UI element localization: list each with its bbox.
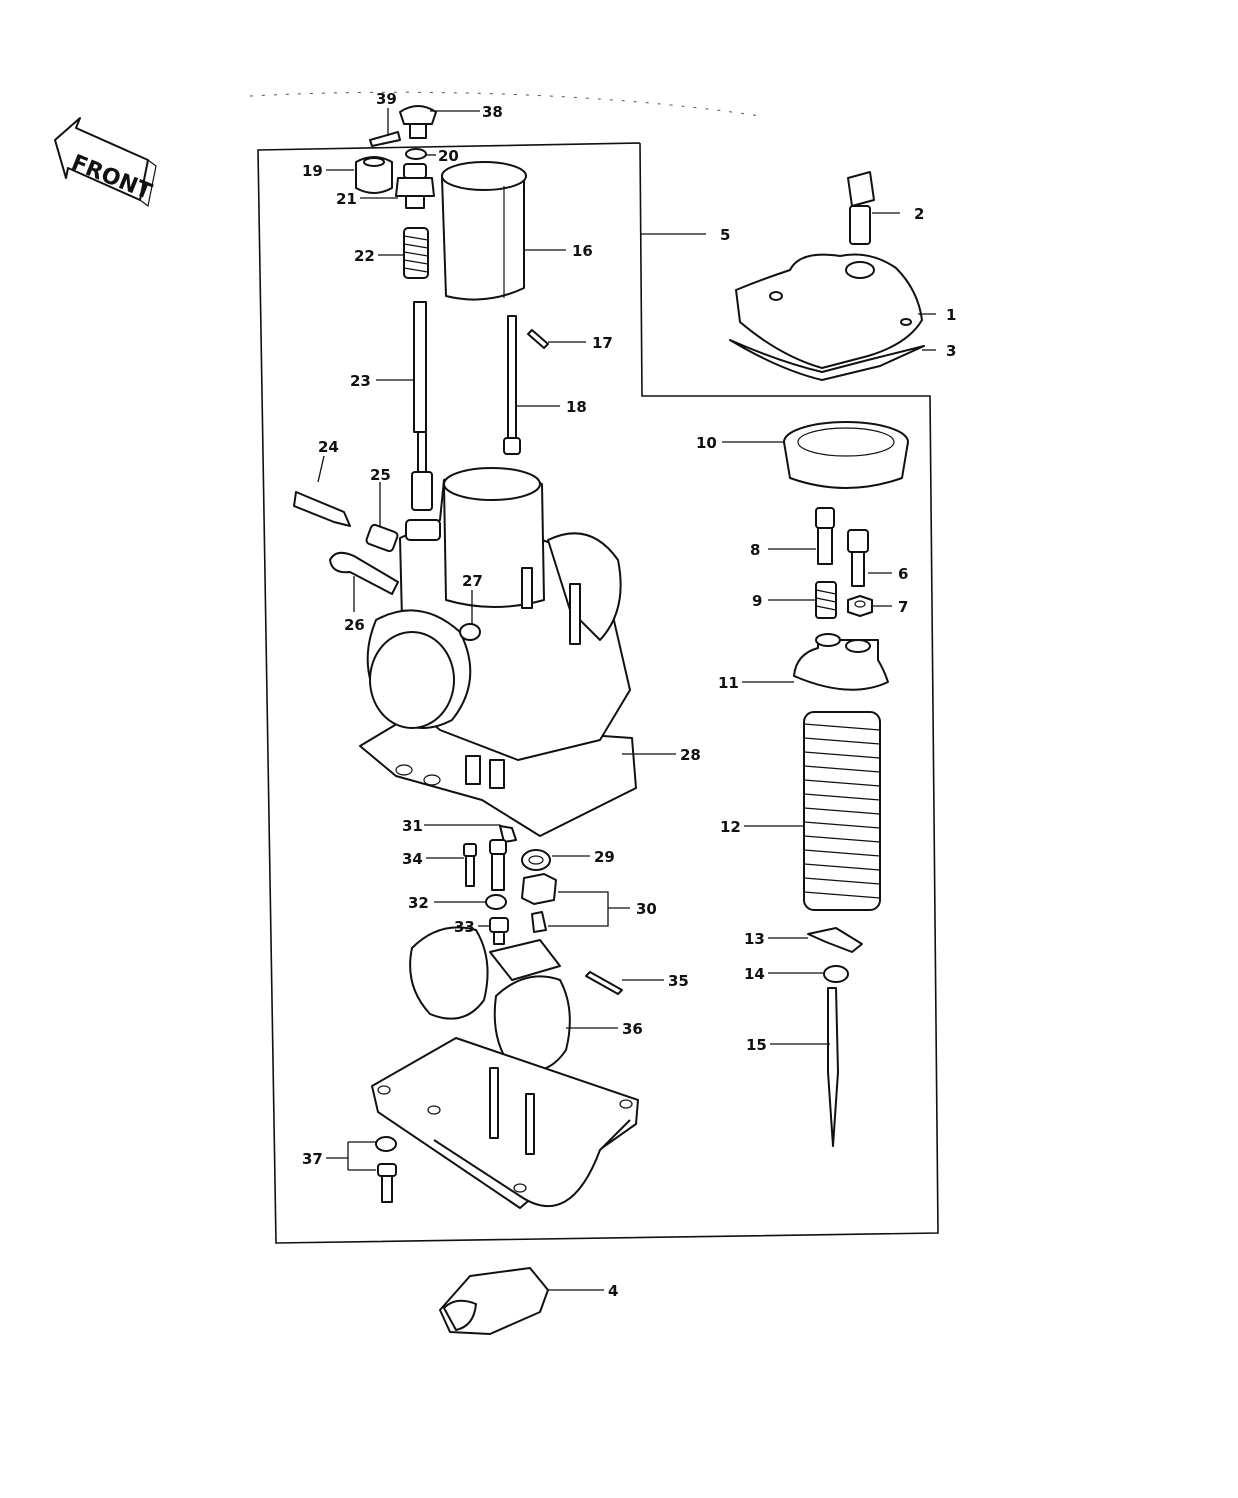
part-30-drawing [521,873,557,933]
callout-2: 2 [914,205,924,223]
assembly-frame [257,142,939,1244]
part-15-drawing [827,987,839,1147]
callout-17: 17 [592,334,613,352]
callout-10: 10 [696,434,717,452]
callout-33: 33 [454,918,475,936]
callout-35: 35 [668,972,689,990]
callout-28: 28 [680,746,701,764]
part-16-drawing [441,161,527,301]
part-18-drawing [503,315,521,455]
callout-31: 31 [402,817,423,835]
callout-32: 32 [408,894,429,912]
carburetor-body-drawing [293,467,637,837]
callout-21: 21 [336,190,357,208]
part-31-body-drawing [489,839,507,891]
callout-6: 6 [898,565,908,583]
callout-16: 16 [572,242,593,260]
callout-26: 26 [344,616,365,634]
part-35-drawing [585,971,623,995]
callout-25: 25 [370,466,391,484]
callout-30: 30 [636,900,657,918]
callout-37: 37 [302,1150,323,1168]
float-bowl-drawing [371,1037,639,1209]
leader-lines [317,108,936,1291]
part-33-drawing [489,917,509,945]
part-11-drawing [793,633,889,691]
part-23-drawing [411,301,433,511]
part-10-drawing [783,421,909,489]
callout-13: 13 [744,930,765,948]
callout-18: 18 [566,398,587,416]
callout-labels: 1 2 3 4 5 6 7 8 9 10 11 12 13 14 15 16 1… [302,90,956,1300]
callout-22: 22 [354,247,375,265]
callout-5: 5 [720,226,730,244]
callout-27: 27 [462,572,483,590]
part-12-drawing [803,711,881,911]
part-3-drawing [729,339,925,381]
callout-20: 20 [438,147,459,165]
part-34-drawing [463,843,477,887]
callout-23: 23 [350,372,371,390]
part-38-drawing [399,105,437,139]
part-13-drawing [807,927,863,953]
callout-34: 34 [402,850,423,868]
callout-38: 38 [482,103,503,121]
callout-15: 15 [746,1036,767,1054]
part-8-drawing [815,507,835,565]
callout-11: 11 [718,674,739,692]
callout-1: 1 [946,306,956,324]
part-37-drawing [375,1136,397,1203]
front-arrow-icon: FRONT [54,117,157,208]
part-21-drawing [395,163,435,209]
part-4-drawing [439,1267,549,1335]
part-14-drawing [823,965,849,983]
part-31-drawing [499,825,517,843]
part-17-drawing [527,329,549,349]
part-36-float-left [409,926,489,1020]
callout-9: 9 [752,592,762,610]
callout-36: 36 [622,1020,643,1038]
callout-29: 29 [594,848,615,866]
float-arm-drawing [489,939,561,981]
part-7-drawing [847,595,873,617]
part-39-drawing [369,131,401,147]
part-32-drawing [485,894,507,910]
callout-4: 4 [608,1282,618,1300]
part-36-float-right [493,975,571,1073]
part-1-drawing [735,253,923,369]
callout-8: 8 [750,541,760,559]
scan-line [249,91,761,117]
callout-14: 14 [744,965,765,983]
part-22-drawing [403,227,429,279]
part-19-drawing [355,156,393,194]
part-2-drawing [847,171,875,245]
callout-39: 39 [376,90,397,108]
callout-19: 19 [302,162,323,180]
callout-24: 24 [318,438,339,456]
part-9-drawing [815,581,837,619]
callout-3: 3 [946,342,956,360]
part-20-drawing [405,148,427,160]
callout-12: 12 [720,818,741,836]
part-6-drawing [847,529,869,587]
part-29-drawing [521,849,551,871]
callout-7: 7 [898,598,908,616]
